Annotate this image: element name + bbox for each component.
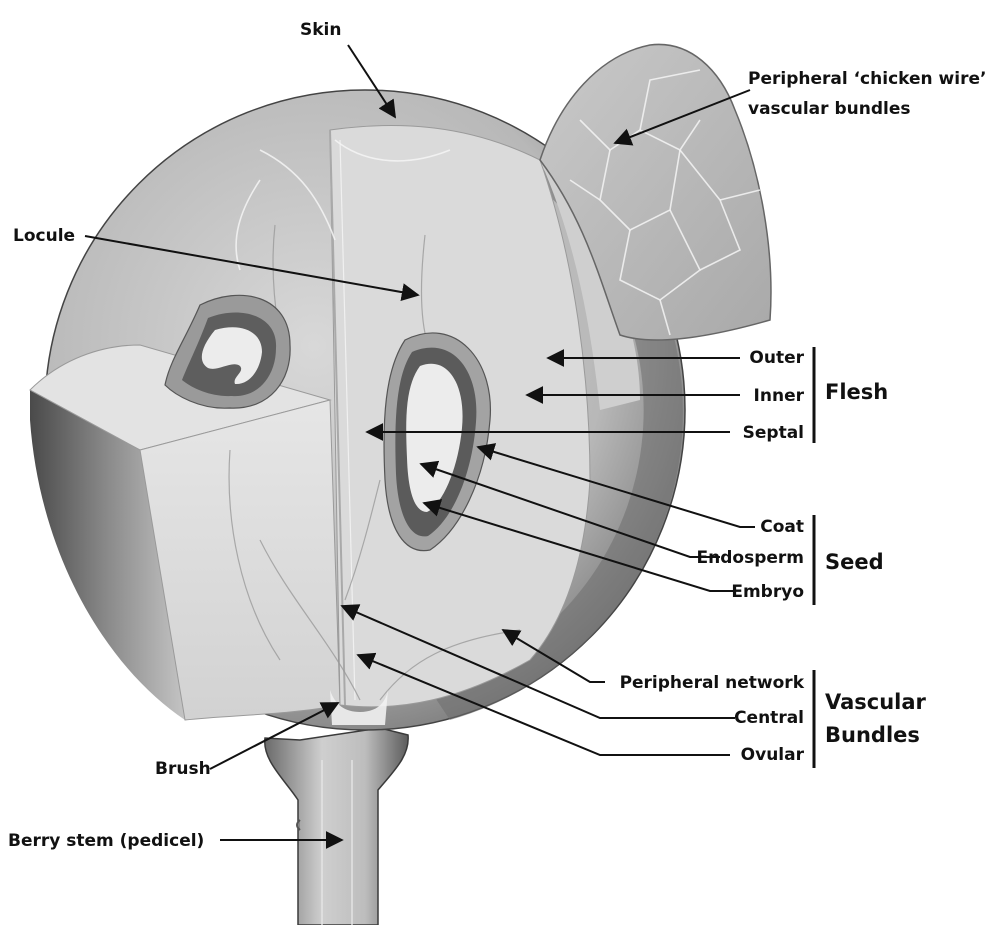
label-peripheral-network: Peripheral network <box>620 673 805 693</box>
label-ovular: Ovular <box>741 745 805 765</box>
label-central: Central <box>734 708 804 728</box>
label-chicken-wire-1: Peripheral ‘chicken wire’ <box>748 69 986 89</box>
group-label-flesh: Flesh <box>825 380 888 404</box>
label-locule: Locule <box>13 226 75 246</box>
label-coat: Coat <box>760 517 804 537</box>
group-label-vascular-1: Vascular <box>825 690 927 714</box>
label-outer: Outer <box>749 348 804 368</box>
label-berry-stem: Berry stem (pedicel) <box>8 831 204 851</box>
label-embryo: Embryo <box>731 582 804 602</box>
label-brush: Brush <box>155 759 211 779</box>
label-septal: Septal <box>743 423 804 443</box>
berry-illustration <box>30 44 771 925</box>
label-skin: Skin <box>300 20 341 40</box>
label-inner: Inner <box>754 386 805 406</box>
group-label-vascular-2: Bundles <box>825 723 920 747</box>
label-chicken-wire-2: vascular bundles <box>748 99 910 119</box>
group-label-seed: Seed <box>825 550 884 574</box>
label-endosperm: Endosperm <box>697 548 804 568</box>
pedicel <box>265 728 408 925</box>
